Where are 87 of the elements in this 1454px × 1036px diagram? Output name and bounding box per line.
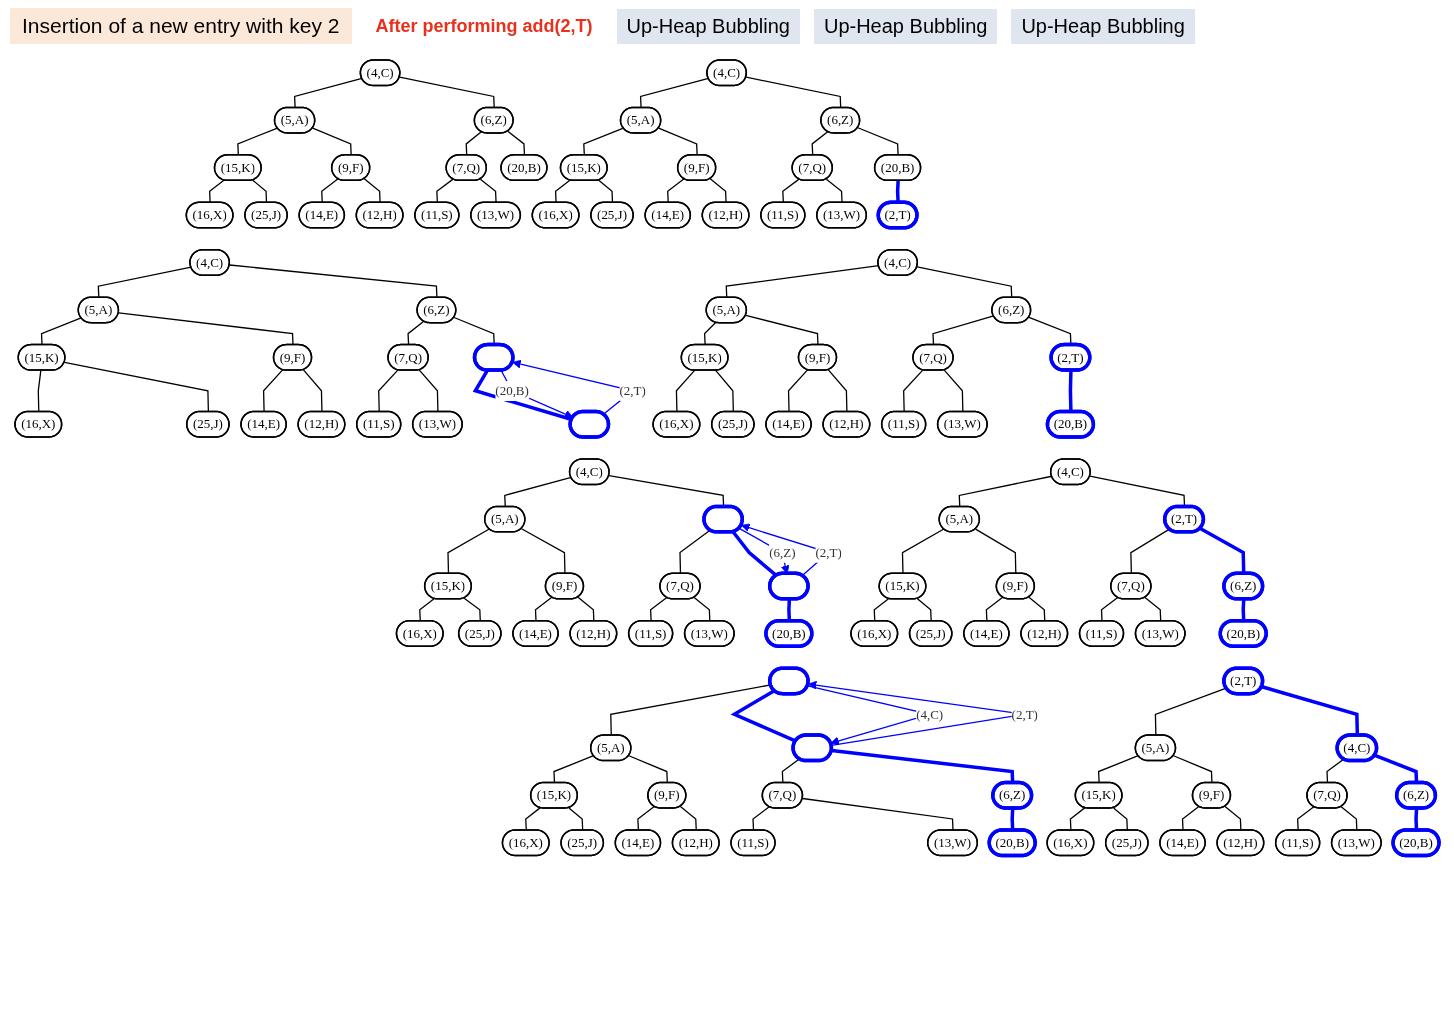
caption-note: After performing add(2,T) [374, 14, 594, 38]
connector [419, 598, 435, 622]
connector [811, 131, 829, 156]
connector [715, 369, 734, 413]
connector [916, 598, 932, 622]
connector [703, 321, 717, 346]
connector [958, 475, 1053, 508]
connector [943, 369, 964, 413]
connector [1097, 755, 1139, 784]
connector [97, 266, 192, 299]
connector [293, 77, 363, 109]
connector [479, 178, 497, 204]
connector [554, 179, 571, 204]
connector [873, 598, 890, 622]
edge-label: (20,B) [495, 383, 529, 399]
connector [534, 596, 553, 622]
connector [679, 529, 711, 575]
connector [667, 178, 685, 204]
connector [252, 179, 268, 204]
connector [436, 178, 454, 204]
connector [658, 127, 698, 156]
edge-label: (6,Z) [769, 544, 796, 560]
connector [399, 76, 495, 109]
connector [465, 131, 482, 156]
connector [1100, 596, 1119, 622]
title: Insertion of a new entry with key 2 [10, 8, 352, 44]
connector [118, 312, 294, 346]
connector [598, 179, 614, 204]
connector [262, 369, 284, 413]
connector [985, 596, 1004, 622]
edge-label: (2,T) [619, 383, 646, 399]
connector [418, 369, 439, 413]
connector [463, 597, 481, 622]
connector [553, 755, 595, 784]
connector [1154, 687, 1227, 737]
connector [901, 528, 945, 575]
connector [504, 476, 572, 508]
connector [447, 528, 490, 575]
connector [745, 314, 819, 346]
connector [857, 127, 899, 156]
connector [1199, 526, 1246, 574]
connector [583, 127, 625, 156]
connector [932, 315, 995, 346]
connector [63, 361, 210, 413]
connector [1028, 596, 1046, 622]
connector [520, 528, 566, 575]
edge-label: (4,C) [916, 706, 944, 722]
connector [312, 127, 352, 156]
edge-label: (2,T) [815, 544, 842, 560]
connector [649, 596, 668, 622]
connector [1130, 528, 1171, 575]
connector [639, 77, 710, 109]
step-label: Up-Heap Bubbling [616, 8, 800, 44]
connector [974, 528, 1017, 575]
connector [782, 178, 800, 204]
connector [208, 179, 225, 204]
connector [1326, 758, 1345, 784]
connector [40, 317, 82, 346]
connector [378, 369, 399, 413]
connector [745, 76, 842, 109]
connector [1172, 755, 1213, 784]
connector [37, 369, 42, 413]
connector [709, 178, 727, 204]
connector [787, 369, 809, 413]
connector [781, 758, 800, 784]
connector [577, 596, 595, 622]
connector [363, 178, 381, 204]
connector [1144, 596, 1162, 622]
connector [1261, 685, 1360, 736]
connector [895, 180, 900, 203]
connector [693, 596, 711, 622]
connector [825, 178, 843, 204]
connector [507, 130, 526, 156]
connector [916, 266, 1013, 299]
connector [407, 320, 425, 346]
connector [903, 369, 924, 413]
connector [321, 178, 339, 204]
connector [237, 127, 279, 156]
edge-label: (2,T) [1011, 706, 1038, 722]
connector [302, 369, 323, 413]
connector [229, 264, 438, 299]
connector [628, 755, 668, 784]
connector [827, 369, 848, 413]
step-label: Up-Heap Bubbling [1011, 8, 1195, 44]
connector [731, 530, 778, 577]
step-label: Up-Heap Bubbling [813, 8, 998, 44]
connector [675, 369, 696, 413]
